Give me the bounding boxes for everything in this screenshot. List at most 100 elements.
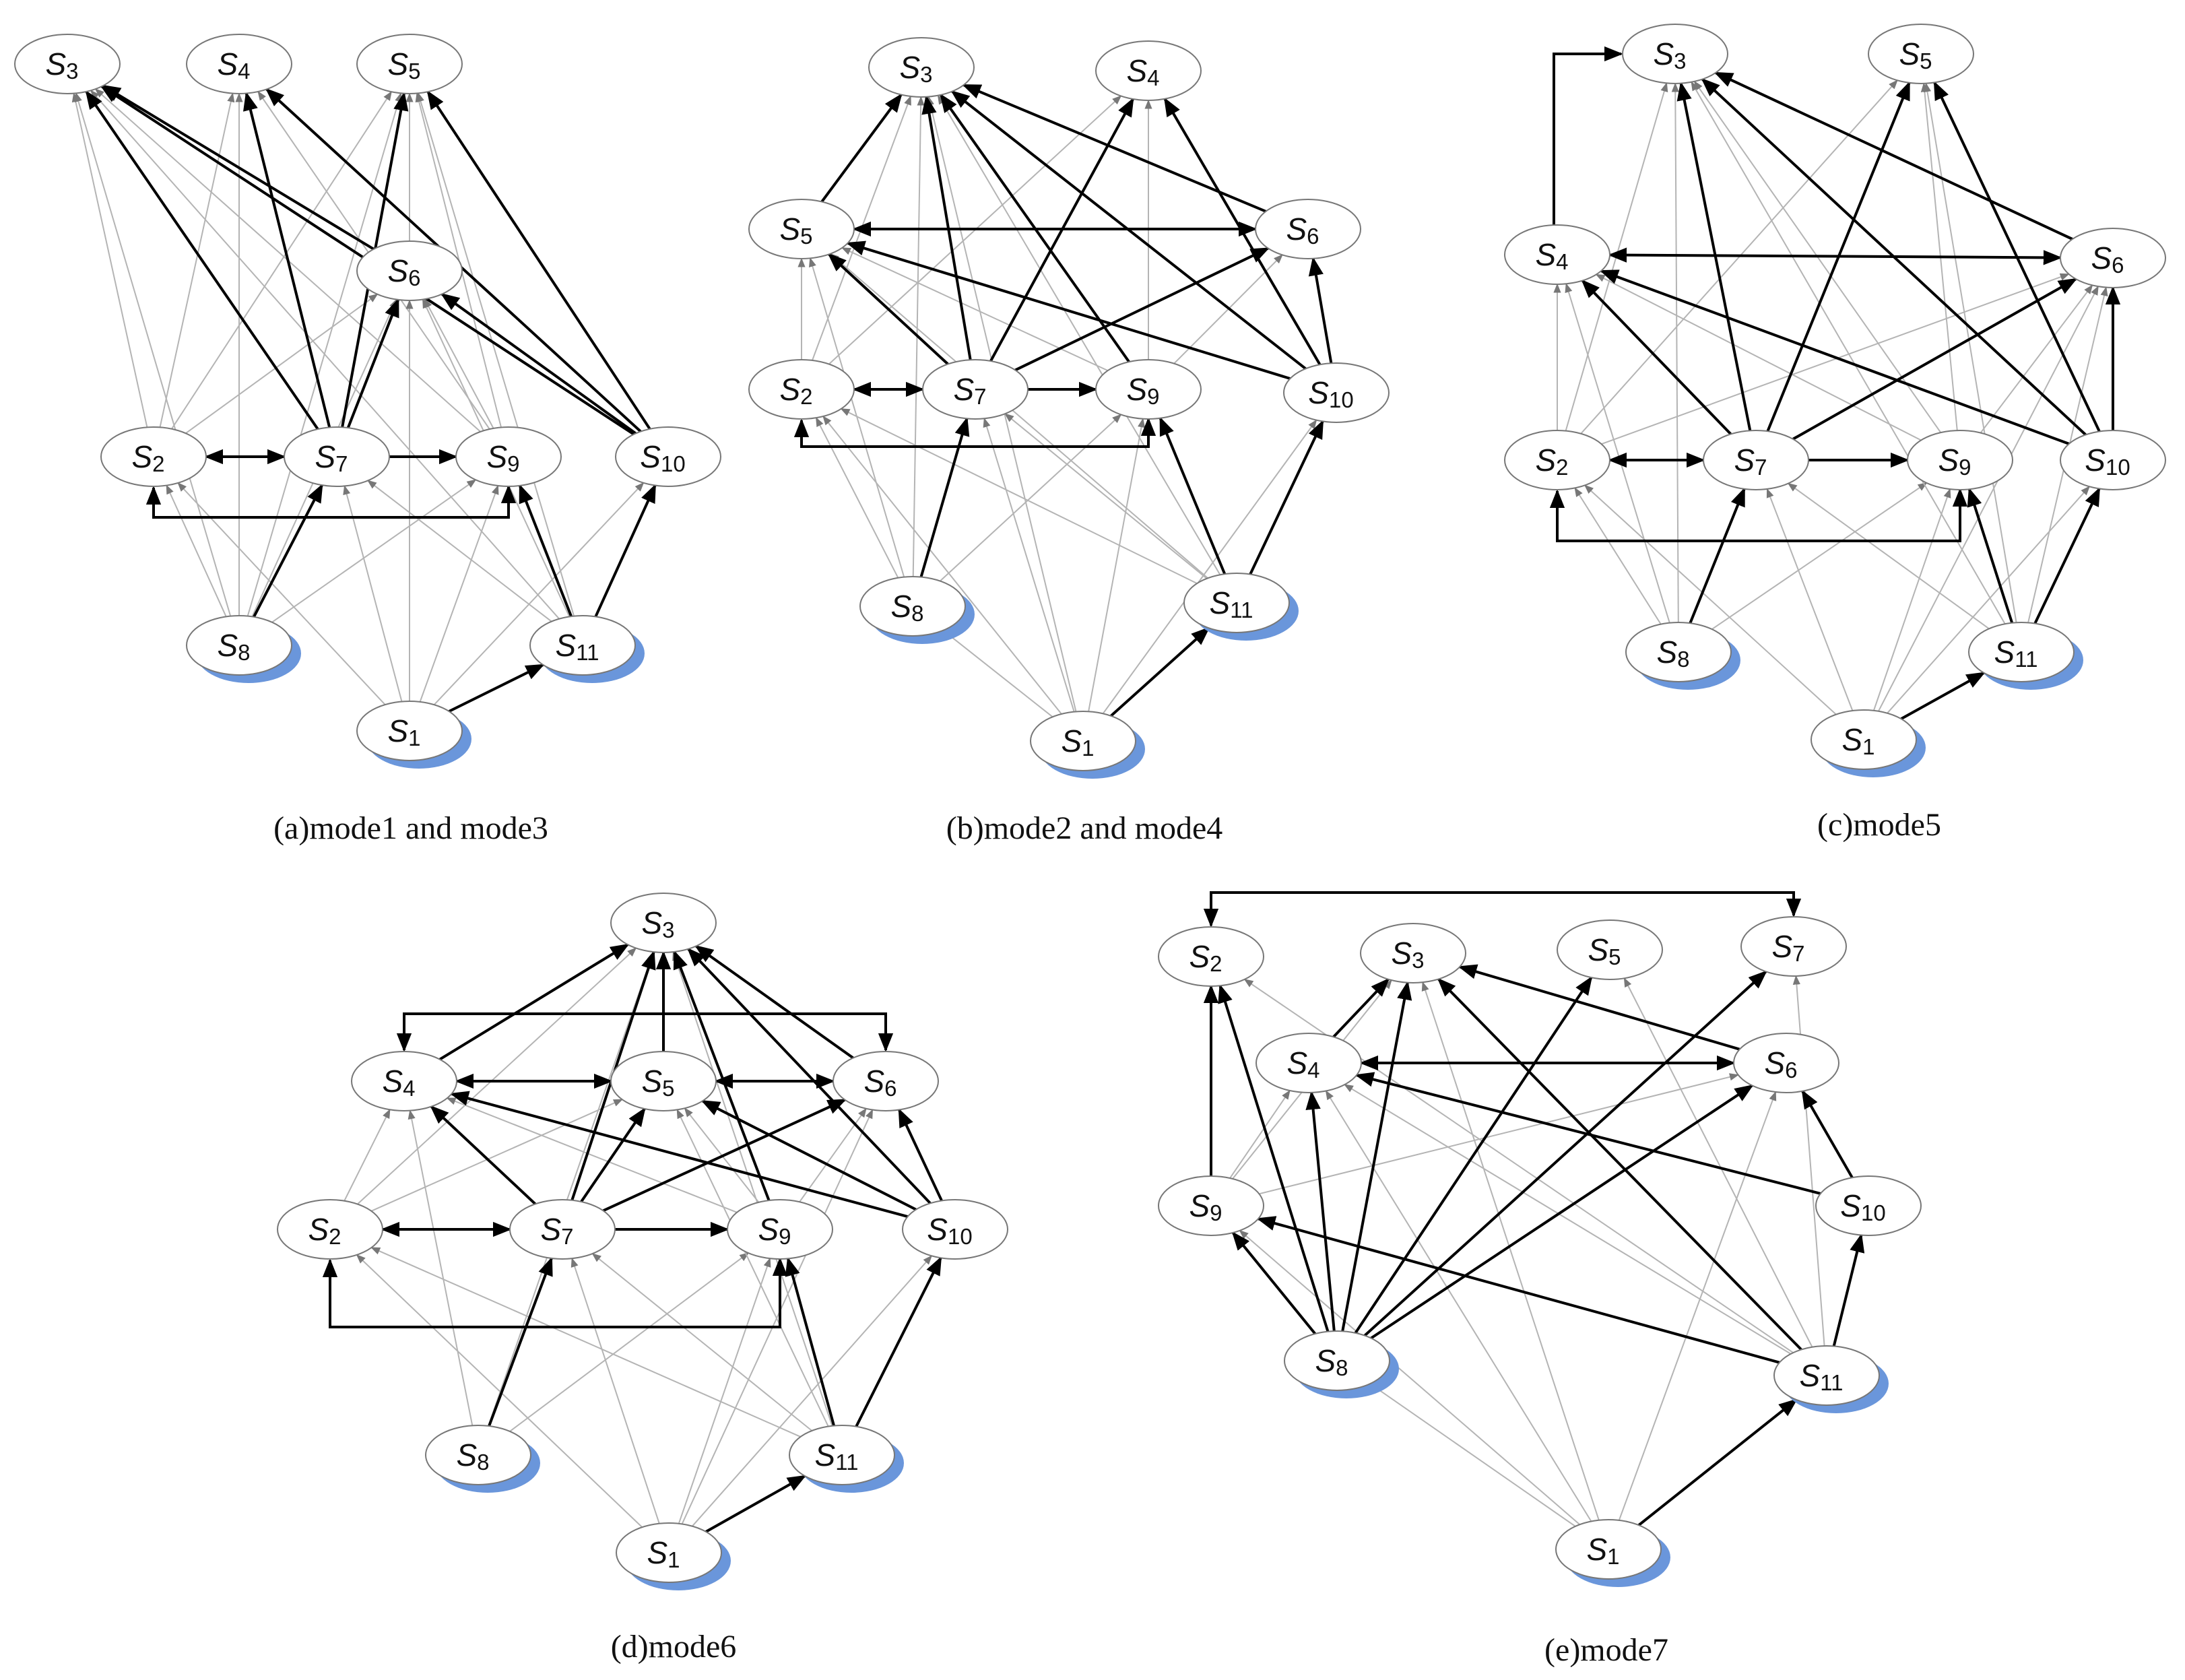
node-s1-letter: S (1586, 1532, 1607, 1567)
node-s6-letter: S (863, 1064, 884, 1099)
edge-gray-s9-s5 (841, 247, 1109, 372)
edge-s7-s3 (85, 90, 319, 430)
node-s6-letter: S (1286, 212, 1307, 247)
edge-elbow-s9-s2 (793, 417, 1156, 448)
edge-gray-s1-s2 (356, 1254, 643, 1528)
edge-gray-s1-s10 (692, 1255, 933, 1527)
node-s3-label: S3 (45, 46, 78, 84)
node-s1-ellipse (616, 1522, 722, 1583)
node-s6: S6 (356, 240, 463, 301)
edge-s11-s9 (785, 1256, 836, 1427)
node-s6-ellipse (833, 1051, 939, 1111)
node-s4-label: S4 (217, 46, 250, 84)
node-s10-label: S10 (1840, 1188, 1885, 1225)
node-s9-ellipse (1095, 359, 1202, 420)
node-s2-label: S2 (131, 439, 164, 476)
node-s5-label: S5 (641, 1064, 674, 1101)
node-s10: S10 (2060, 430, 2166, 490)
node-s4-ellipse (1095, 40, 1202, 101)
edge-gray-s11-s2 (840, 408, 1198, 584)
node-s1-ellipse (1811, 709, 1917, 770)
node-s9: S9 (1158, 1175, 1264, 1236)
node-s3: S3 (1360, 923, 1466, 983)
node-s9: S9 (1095, 359, 1202, 420)
edge-gray-s1-s8 (1369, 1383, 1576, 1527)
edge-elbow-s9-s2 (145, 484, 517, 519)
node-s6-label: S6 (863, 1064, 896, 1101)
node-s2-ellipse (1158, 926, 1264, 987)
node-s8: S8 (425, 1425, 540, 1493)
node-s9-ellipse (1158, 1175, 1264, 1236)
node-s5-ellipse (610, 1051, 717, 1111)
node-s11: S11 (789, 1425, 904, 1493)
edge-s8-s9 (1231, 1231, 1317, 1335)
node-s10-ellipse (1283, 362, 1390, 423)
node-s6: S6 (1733, 1033, 1839, 1093)
node-s3-label: S3 (1391, 936, 1424, 973)
edge-gray-s1-s10 (433, 482, 645, 705)
node-s6-label: S6 (2091, 240, 2124, 278)
node-s1-letter: S (1061, 723, 1082, 758)
node-s10-subscript: 10 (1861, 1200, 1886, 1225)
node-s7-letter: S (953, 372, 974, 407)
node-s9-ellipse (1907, 430, 2013, 490)
node-s7: S7 (509, 1199, 616, 1260)
edge-s8-s3 (1341, 981, 1412, 1332)
edge-s7-s6 (346, 298, 400, 428)
node-s1: S1 (1030, 711, 1145, 779)
node-s11-label: S11 (1210, 585, 1253, 622)
edge-gray-s1-s10 (1887, 486, 2090, 714)
node-s5-letter: S (641, 1064, 662, 1099)
node-s10-label: S10 (1308, 375, 1353, 412)
node-s5-subscript: 5 (1608, 944, 1621, 969)
edge-s8-s2 (1218, 983, 1330, 1332)
node-s11-ellipse (1773, 1345, 1880, 1406)
edge-s10-s6 (440, 292, 637, 435)
edge-s11-s9 (519, 484, 573, 617)
edge-gray-s8-s3 (1671, 82, 1679, 623)
node-s6-letter: S (387, 253, 408, 288)
edge-gray-s1-s2 (1584, 484, 1837, 715)
node-s9-letter: S (1938, 443, 1959, 478)
edge-s10-s4 (1355, 1072, 1821, 1195)
node-s9-label: S9 (1189, 1188, 1222, 1225)
node-s8-label: S8 (217, 628, 250, 665)
node-s7-ellipse (509, 1199, 616, 1260)
edge-gray-s1-s7 (343, 485, 403, 702)
node-s7: S7 (284, 426, 390, 487)
node-s6-subscript: 6 (884, 1076, 896, 1101)
node-s2-ellipse (277, 1199, 383, 1260)
node-s10-subscript: 10 (661, 451, 686, 476)
node-s7-ellipse (922, 359, 1029, 420)
node-s5-letter: S (387, 46, 408, 82)
panel-b-edges (793, 84, 1333, 717)
node-s7-subscript: 7 (1755, 455, 1767, 480)
node-s4-subscript: 4 (1147, 65, 1159, 90)
node-s11-subscript: 11 (1230, 597, 1253, 622)
node-s4-subscript: 4 (403, 1076, 415, 1101)
edge-s6-s3 (1458, 964, 1740, 1051)
node-s2-ellipse (1504, 430, 1610, 490)
node-s7-letter: S (540, 1212, 561, 1247)
edge-s7-s4 (243, 91, 331, 428)
node-s10-subscript: 10 (948, 1224, 973, 1249)
edge-gray-s9-s6 (1259, 1073, 1739, 1195)
node-s10-subscript: 10 (2106, 455, 2130, 480)
node-s1: S1 (1811, 709, 1926, 777)
node-s6-ellipse (2060, 228, 2166, 288)
edge-gray-s11-s7 (1004, 413, 1208, 579)
node-s11: S11 (1968, 622, 2083, 690)
node-s5-ellipse (1868, 24, 1974, 84)
node-s7-label: S7 (1771, 929, 1804, 966)
edge-gray-s8-s3 (75, 92, 232, 616)
edge-s6-s3 (962, 84, 1267, 213)
node-s1-letter: S (387, 713, 408, 748)
edge-gray-s1-s9 (1088, 418, 1146, 712)
edge-gray-s11-s3 (672, 950, 833, 1427)
node-s1-subscript: 1 (1607, 1544, 1619, 1569)
